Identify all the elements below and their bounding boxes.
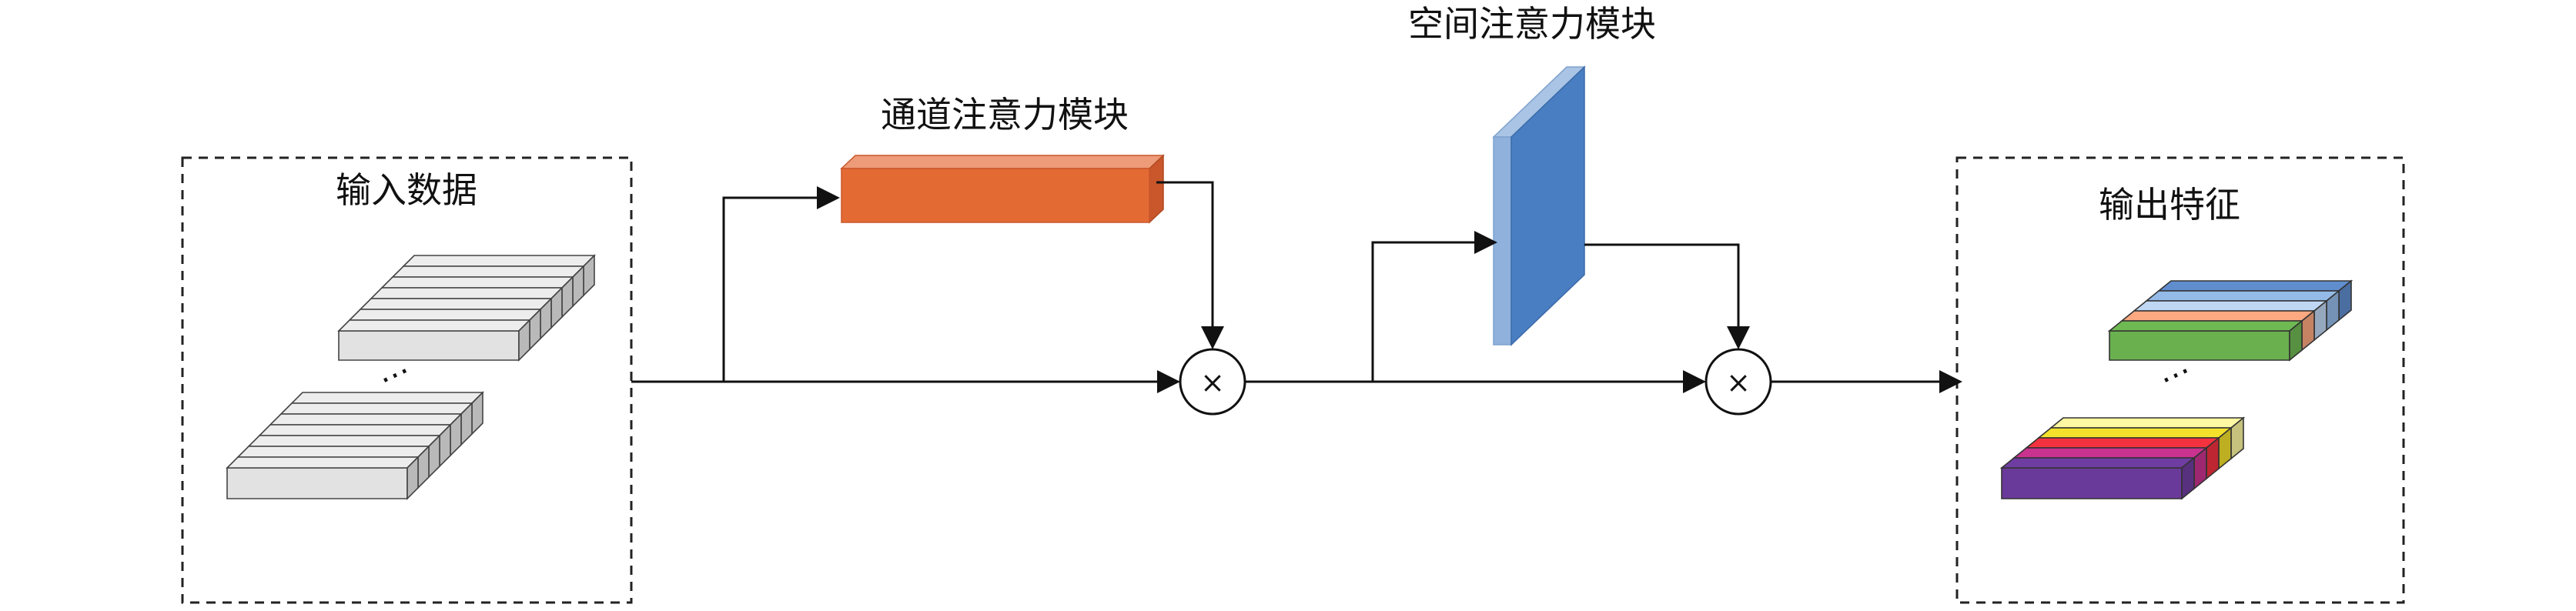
stack-layer-top: [2144, 290, 2341, 302]
spatial-attention-label: 空间注意力模块: [1408, 3, 1656, 45]
stack-layer-top: [226, 456, 420, 469]
stack-layer-side: [518, 319, 530, 362]
stack-layer-front: [2109, 330, 2290, 361]
stack-layer-top: [2049, 417, 2246, 429]
stack-layer-top: [2024, 437, 2221, 449]
branch-to-channel-attention: [722, 186, 840, 382]
stack-layer-top: [279, 402, 473, 415]
stack-layer-side: [2181, 456, 2195, 500]
stack-layer-top: [2156, 280, 2354, 292]
stack-layer-top: [269, 413, 463, 426]
stack-layer-top: [2012, 447, 2209, 459]
stack-layer-top: [258, 424, 452, 436]
channel-attention-block: [840, 154, 1165, 224]
stack-layer-top: [380, 276, 574, 289]
input-tensor-stack-top: [337, 254, 596, 362]
stack-layer-top: [359, 298, 553, 310]
stack-layer-top: [236, 446, 430, 458]
multiply-node-2: ×: [1705, 348, 1772, 416]
input-data-group: 输入数据 ⋯: [181, 156, 633, 604]
stack-layer-side: [2289, 319, 2303, 362]
output-tensor-stack-bottom: [1999, 416, 2246, 500]
branch-to-spatial-attention: [1371, 231, 1497, 382]
connector-lines: [631, 181, 1962, 393]
stack-layer-top: [370, 287, 564, 299]
stack-layer-top: [337, 319, 531, 332]
spatial-attention-to-multiply-2: [1584, 243, 1750, 349]
spatial-block-front-face: [1510, 65, 1585, 346]
multiply-node-1-symbol: ×: [1200, 366, 1225, 399]
input-data-box: [181, 156, 633, 604]
input-tensor-stack-bottom: [226, 391, 484, 500]
spatial-attention-block: [1492, 65, 1586, 346]
stack-layer-top: [2107, 320, 2304, 332]
stack-layer-front: [2001, 467, 2183, 499]
channel-attention-label: 通道注意力模块: [881, 94, 1129, 135]
stack-layer-top: [247, 435, 441, 447]
stack-layer-top: [1999, 457, 2196, 469]
stack-layer-front: [226, 467, 408, 499]
stack-layer-top: [2132, 300, 2329, 312]
multiply-node-2-circle: [1705, 348, 1772, 416]
multiply-node-1: ×: [1179, 348, 1246, 416]
multiply-node-1-circle: [1179, 348, 1246, 416]
stack-layer-top: [402, 255, 596, 267]
multiply-node-2-symbol: ×: [1726, 366, 1751, 399]
stack-layer-top: [2119, 310, 2317, 322]
output-tensor-stack-top: [2107, 279, 2354, 362]
stack-layer-top: [290, 392, 484, 404]
output-features-label: 输出特征: [2099, 184, 2240, 225]
output-features-group: 输出特征 ⋯: [1955, 156, 2405, 604]
stack-layer-top: [2036, 427, 2233, 439]
spatial-attention-group: 空间注意力模块: [1408, 3, 1656, 346]
channel-block-front-face: [841, 168, 1150, 223]
input-data-label: 输入数据: [336, 169, 477, 211]
stack-layer-top: [391, 265, 585, 278]
channel-attention-group: 通道注意力模块: [840, 94, 1165, 224]
stack-layer-top: [348, 309, 542, 321]
channel-block-top-face: [840, 155, 1165, 169]
channel-attention-to-multiply-1: [1156, 181, 1224, 349]
stack-layer-side: [406, 456, 419, 500]
spatial-block-side-face: [1493, 136, 1512, 346]
stack-layer-front: [338, 330, 520, 361]
